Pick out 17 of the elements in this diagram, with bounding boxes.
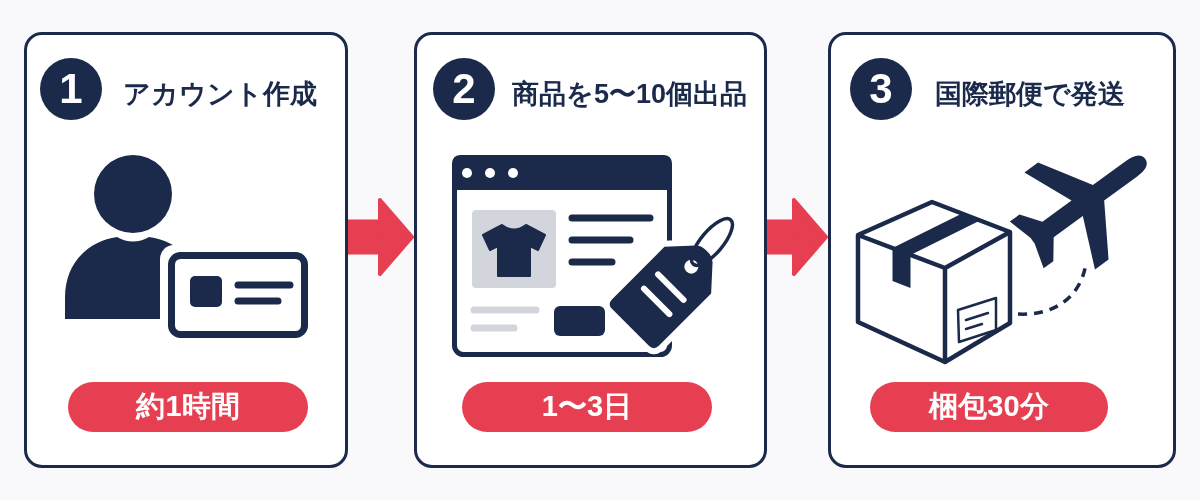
step-title: 商品を5〜10個出品 [512, 78, 748, 112]
duration-label: 梱包30分 [929, 391, 1049, 423]
duration-label: 約1時間 [136, 391, 240, 423]
duration-pill [870, 382, 1108, 432]
step-number: 3 [869, 68, 893, 110]
step-title: アカウント作成 [123, 78, 317, 112]
step-number: 2 [452, 68, 476, 110]
step-title: 国際郵便で発送 [935, 78, 1125, 112]
duration-label: 1〜3日 [541, 391, 633, 423]
arrow [767, 197, 828, 276]
step-card [24, 32, 348, 468]
arrow [348, 197, 414, 276]
duration-pill [462, 382, 712, 432]
step-card [414, 32, 767, 468]
duration-pill [68, 382, 308, 432]
step-card [828, 32, 1176, 468]
step-number: 1 [59, 68, 83, 110]
